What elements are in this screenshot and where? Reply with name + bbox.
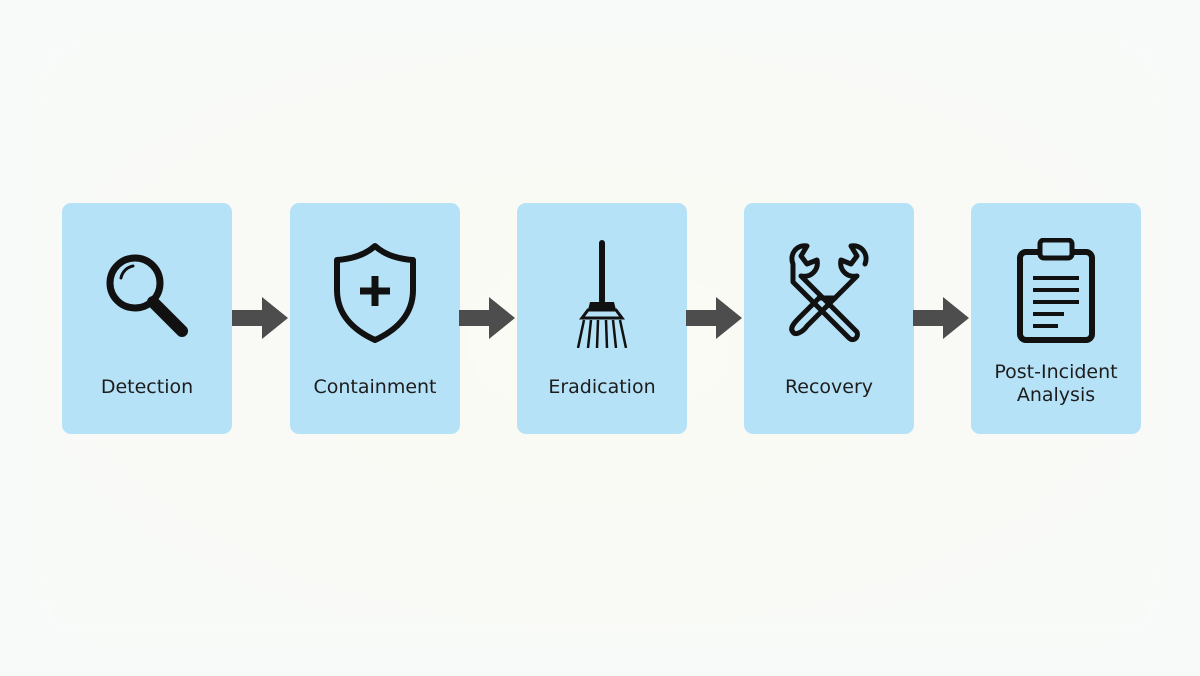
shield-plus-icon: [325, 238, 425, 348]
magnifying-glass-icon: [97, 238, 197, 348]
step-label: Eradication: [548, 376, 656, 398]
arrow-right-icon: [232, 295, 290, 341]
clipboard-icon: [1006, 238, 1106, 348]
step-label: Post-Incident Analysis: [971, 361, 1141, 407]
step-recovery: Recovery: [744, 203, 914, 434]
arrow-right-icon: [913, 295, 971, 341]
step-eradication: Eradication: [517, 203, 687, 434]
arrow-right-icon: [459, 295, 517, 341]
step-containment: Containment: [290, 203, 460, 434]
broom-icon: [552, 238, 652, 348]
wrench-screwdriver-icon: [779, 238, 879, 348]
step-label-line1: Post-Incident: [994, 361, 1118, 383]
step-label: Containment: [313, 376, 437, 398]
step-detection: Detection: [62, 203, 232, 434]
step-label-line2: Analysis: [1016, 384, 1096, 406]
step-label: Detection: [100, 376, 194, 398]
step-label: Recovery: [784, 376, 874, 398]
arrow-right-icon: [686, 295, 744, 341]
step-post-incident-analysis: Post-Incident Analysis: [971, 203, 1141, 434]
